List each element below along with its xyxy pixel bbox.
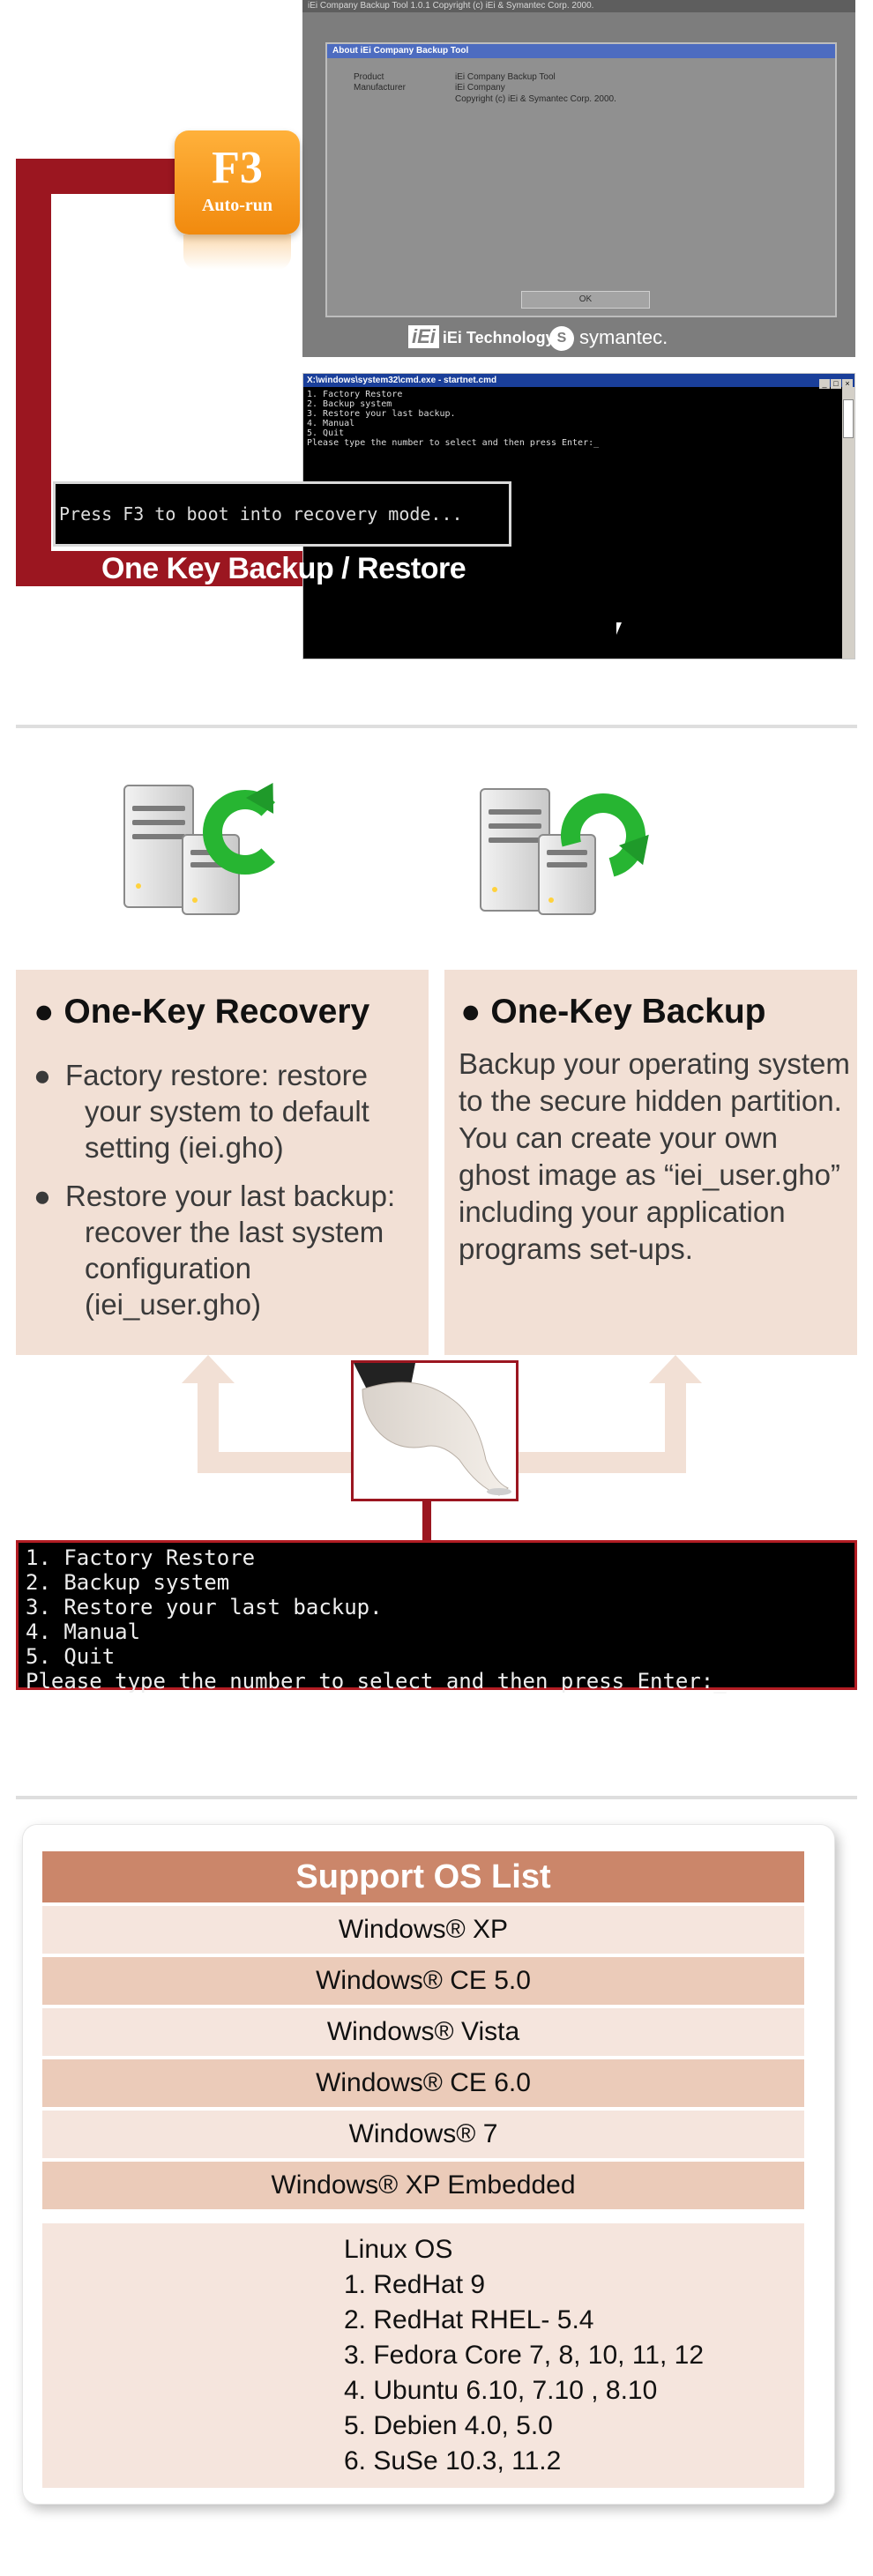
one-key-banner: One Key Backup / Restore (101, 552, 466, 585)
os-row: Windows® 7 (42, 2111, 804, 2158)
f3-key-label: F3 (212, 143, 263, 193)
recovery-title: ● One-Key Recovery (34, 993, 370, 1031)
linux-os-item: 4. Ubuntu 6.10, 7.10 , 8.10 (344, 2376, 658, 2405)
recovery-bullet-factory: Factory restore: restore your system to … (65, 1059, 369, 1164)
close-icon[interactable]: × (842, 379, 853, 389)
cmd-scrollbar[interactable] (842, 387, 854, 659)
os-row: Windows® XP Embedded (42, 2162, 804, 2209)
linux-os-item: 2. RedHat RHEL- 5.4 (344, 2305, 594, 2334)
linux-os-list: Linux OS 1. RedHat 9 2. RedHat RHEL- 5.4… (344, 2232, 704, 2479)
f3-key: F3 Auto-run (175, 130, 300, 235)
pressing-hand-image (351, 1360, 519, 1501)
cmd-window-title: X:\windows\system32\cmd.exe - startnet.c… (303, 374, 854, 387)
one-key-recovery-panel: ● One-Key Recovery ● Factory restore: re… (16, 970, 429, 1355)
iei-logo-text: iEi Technology (442, 329, 555, 346)
cmd-window-controls: _□× (818, 375, 853, 391)
os-row: Windows® CE 6.0 (42, 2059, 804, 2107)
iei-logo-mark: iEi (408, 325, 439, 348)
about-value-product: iEi Company Backup Tool (455, 72, 556, 82)
os-row: Windows® CE 5.0 (42, 1957, 804, 2005)
arrow-up-backup (649, 1355, 702, 1383)
cmd-output: 1. Factory Restore 2. Backup system 3. R… (307, 390, 600, 448)
about-window: iEi Company Backup Tool 1.0.1 Copyright … (302, 0, 855, 357)
about-label-manufacturer: Manufacturer (354, 83, 406, 93)
arrow-shaft-recovery-h (198, 1452, 351, 1473)
about-label-product: Product (354, 72, 384, 82)
mouse-cursor-icon (616, 622, 622, 635)
support-os-header: Support OS List (42, 1851, 804, 1902)
symantec-logo-icon: S (549, 326, 574, 352)
f3-key-sub: Auto-run (201, 196, 272, 215)
recovery-menu-text: 1. Factory Restore 2. Backup system 3. R… (26, 1545, 727, 1694)
red-flow-arrow-top (16, 159, 197, 194)
about-copyright: Copyright (c) iEi & Symantec Corp. 2000. (455, 94, 616, 104)
backup-title: ● One-Key Backup (460, 993, 766, 1031)
linux-os-item: 5. Debien 4.0, 5.0 (344, 2411, 553, 2440)
connector-line (422, 1501, 431, 1540)
linux-os-item: 1. RedHat 9 (344, 2270, 486, 2299)
press-f3-prompt: Press F3 to boot into recovery mode... (53, 481, 511, 547)
about-value-manufacturer: iEi Company (455, 83, 505, 93)
f3-key-reflection (183, 235, 291, 270)
section-divider (16, 725, 857, 728)
about-dialog: About iEi Company Backup Tool Product iE… (325, 42, 837, 317)
symantec-logo-text: symantec. (579, 326, 668, 348)
pointing-hand-icon (354, 1363, 511, 1496)
minimize-icon[interactable]: _ (819, 379, 830, 389)
bullet-dot: ● (34, 1180, 51, 1212)
one-key-backup-panel: ● One-Key Backup Backup your operating s… (444, 970, 857, 1355)
backup-description: Backup your operating system to the secu… (459, 1047, 850, 1265)
linux-os-section: Linux OS 1. RedHat 9 2. RedHat RHEL- 5.4… (42, 2223, 804, 2488)
support-os-card: Support OS List Windows® XP Windows® CE … (23, 1825, 834, 2504)
about-window-titlebar: iEi Company Backup Tool 1.0.1 Copyright … (302, 0, 855, 12)
ok-button[interactable]: OK (521, 291, 650, 309)
cmd-scrollbar-thumb[interactable] (843, 399, 854, 438)
linux-os-title: Linux OS (344, 2235, 453, 2264)
os-row: Windows® Vista (42, 2008, 804, 2056)
red-flow-arrow (16, 159, 51, 586)
backup-server-icon (474, 776, 661, 917)
linux-os-item: 6. SuSe 10.3, 11.2 (344, 2446, 562, 2475)
recovery-bullet-last-backup: Restore your last backup: recover the la… (65, 1180, 396, 1321)
arrow-up-recovery (182, 1355, 235, 1383)
about-dialog-title: About iEi Company Backup Tool (327, 44, 835, 58)
arrow-shaft-backup-h (519, 1452, 686, 1473)
recovery-menu-console: 1. Factory Restore 2. Backup system 3. R… (16, 1540, 857, 1694)
linux-os-item: 3. Fedora Core 7, 8, 10, 11, 12 (344, 2341, 705, 2370)
os-row: Windows® XP (42, 1906, 804, 1954)
bullet-dot: ● (34, 1059, 51, 1091)
maximize-icon[interactable]: □ (831, 379, 841, 389)
recovery-server-icon (118, 775, 287, 917)
section-divider (16, 1796, 857, 1799)
